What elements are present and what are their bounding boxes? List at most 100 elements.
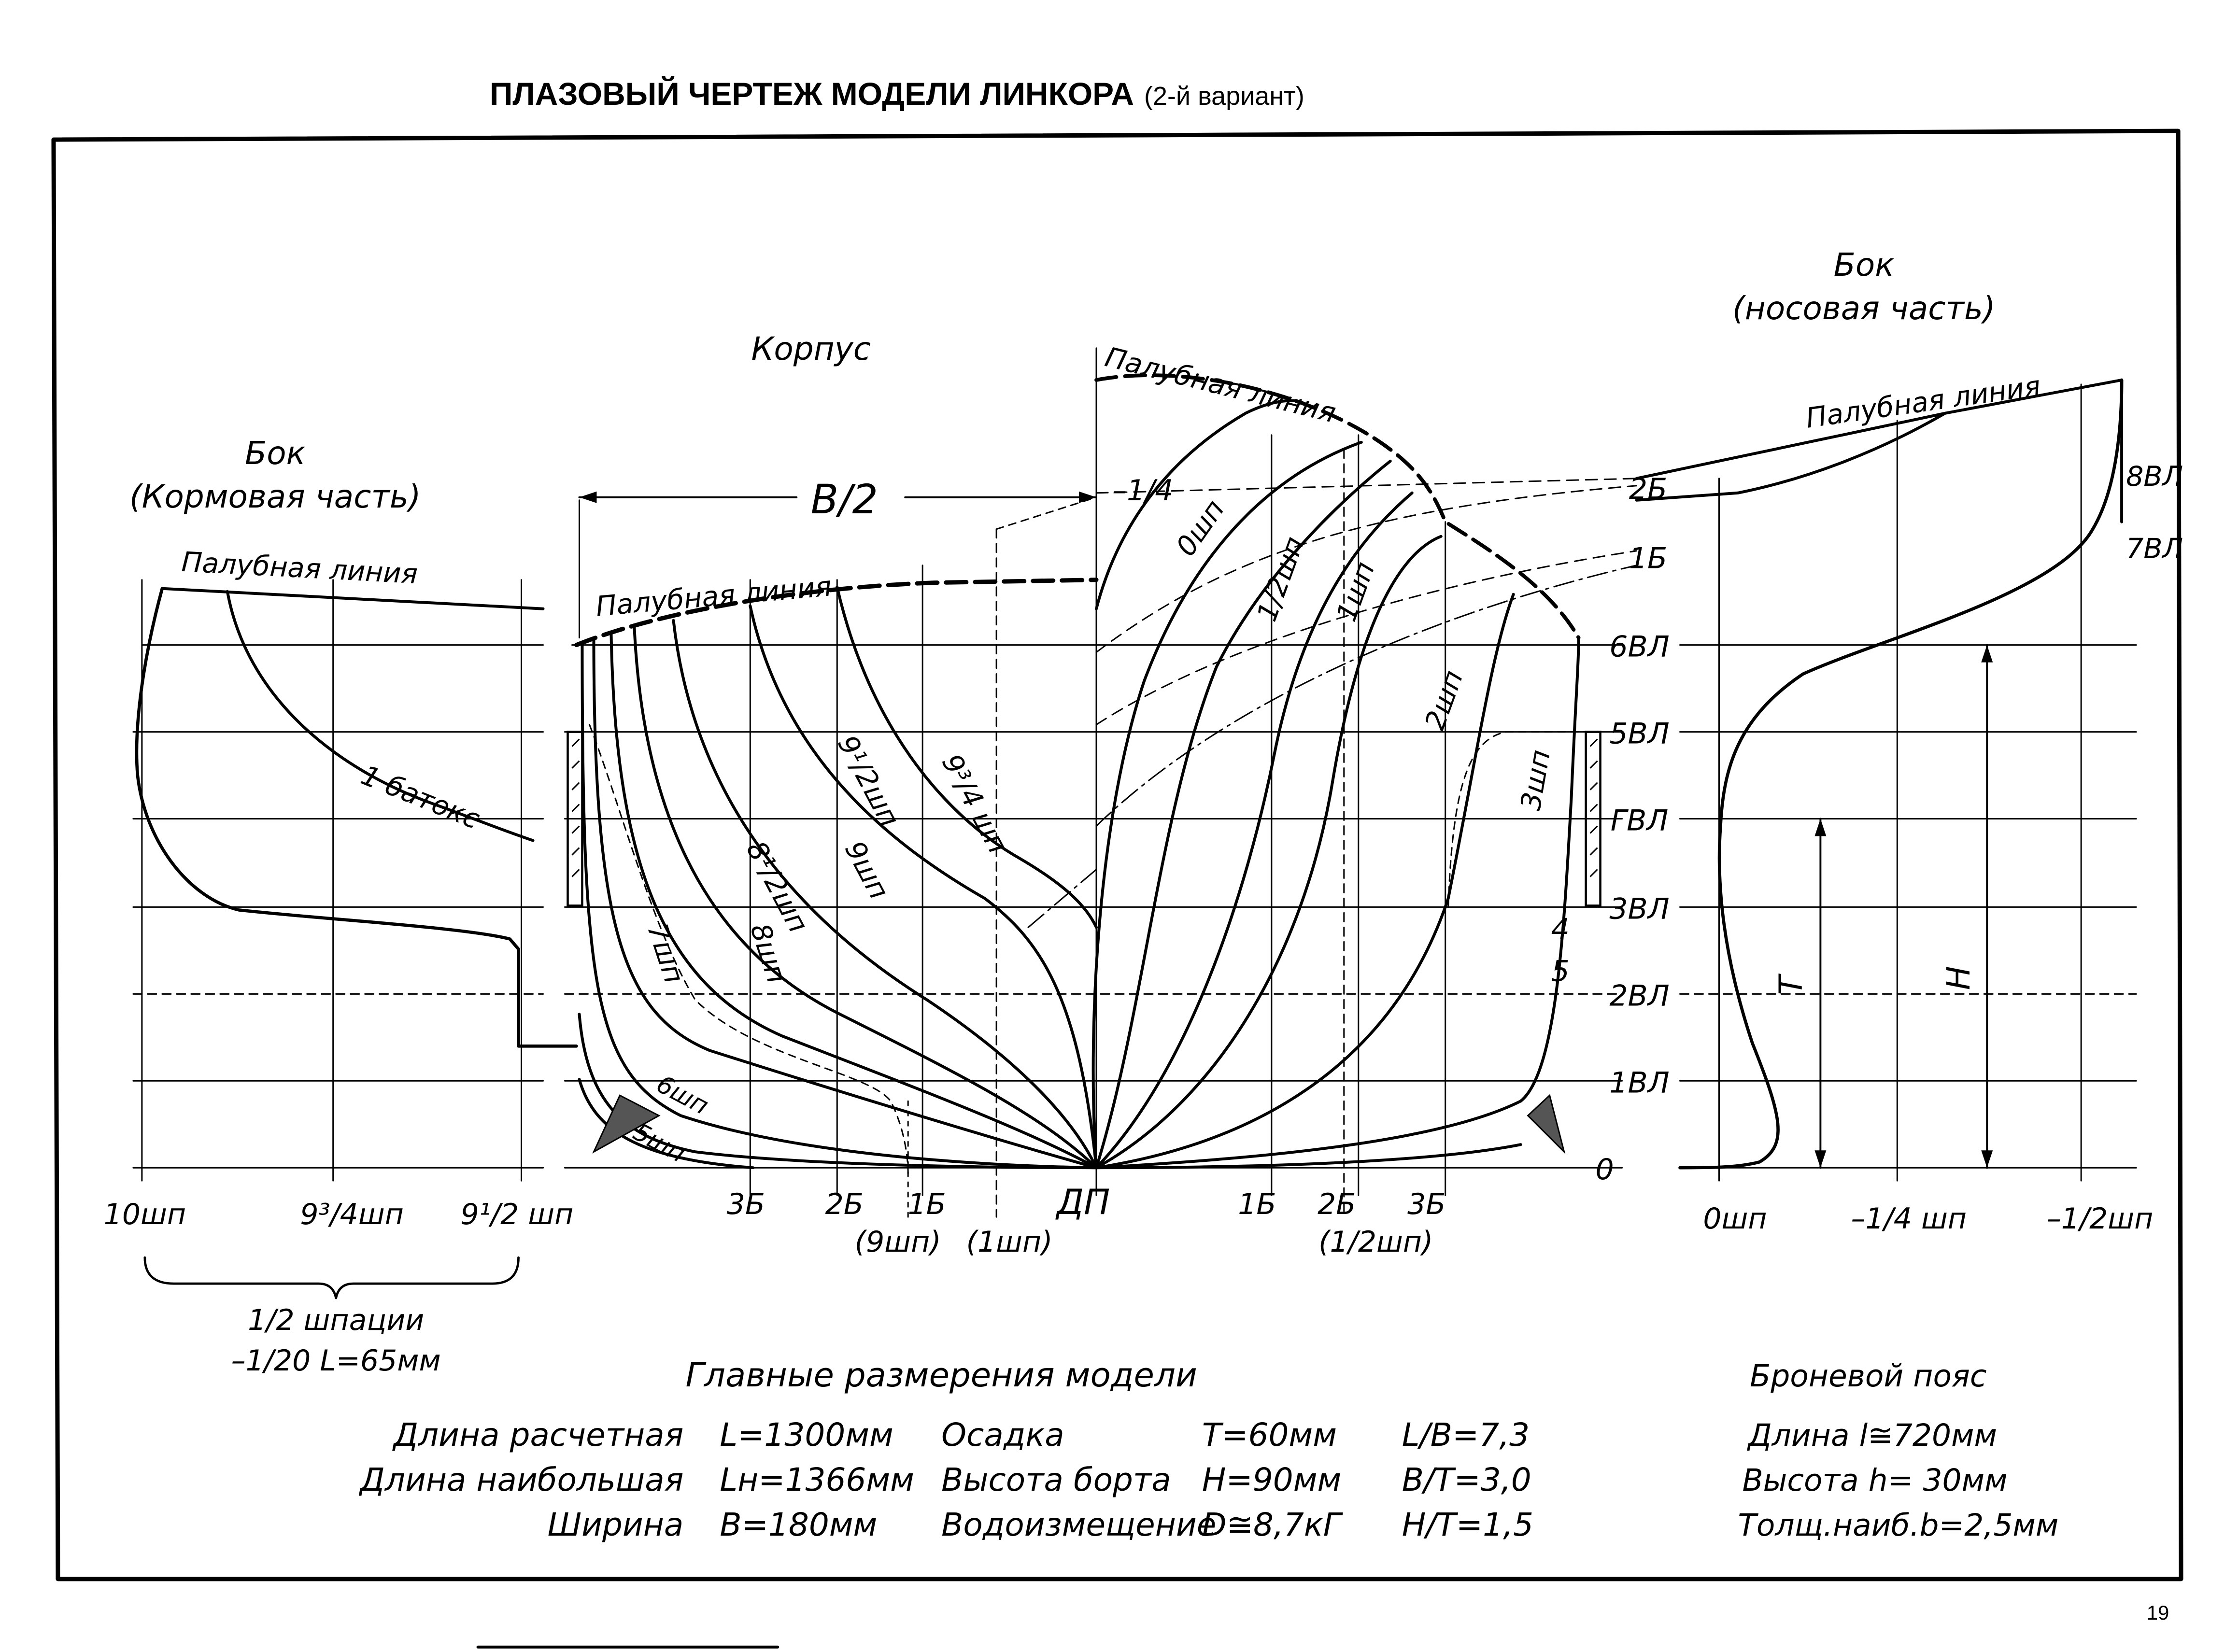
frame-label-1: 1шп xyxy=(1331,558,1381,626)
stern-grid xyxy=(132,579,544,1182)
fore-dashed-top xyxy=(1095,478,1638,494)
bow-axis-0: 0шп xyxy=(1703,1202,1767,1236)
svg-text:H=90мм: H=90мм xyxy=(1202,1461,1341,1498)
fore-buttock-2b xyxy=(1095,485,1638,653)
armor-belt-right xyxy=(1585,731,1601,907)
bow-side-view: T H Бок (носовая часть) Палубная линия 8… xyxy=(1635,246,2183,1236)
frame-label-0: 0шп xyxy=(1170,494,1231,562)
body-axis-2b-right: 2Б xyxy=(1318,1187,1356,1221)
spacing-brace xyxy=(143,1256,520,1299)
body-axis-3b-left: 3Б xyxy=(727,1187,765,1221)
bow-wl-7: 7ВЛ xyxy=(2126,533,2183,565)
frame-label-4: 4 xyxy=(1551,912,1570,946)
frame-label-9-1-2: 9¹/2шп xyxy=(831,730,906,832)
fore-frame-lines xyxy=(1091,399,1580,1170)
body-deck-label-right: Палубная линия xyxy=(1102,341,1339,429)
stern-buttock-line xyxy=(226,590,535,842)
buttock-label-1b: 1Б xyxy=(1629,542,1667,576)
depth-dim-label: H xyxy=(1940,966,1977,990)
frame-label-2: 2шп xyxy=(1419,666,1470,734)
brace-label-1: 1/2 шпации xyxy=(248,1303,424,1337)
body-sublabel-1: (1шп) xyxy=(966,1225,1053,1259)
bow-grid xyxy=(1679,383,2137,1182)
dimension-row: Длина наибольшая Lн=1366мм Высота борта … xyxy=(358,1461,1531,1498)
bow-subtitle: (носовая часть) xyxy=(1732,290,1996,327)
stern-deck-label: Палубная линия xyxy=(181,546,418,591)
frame-label-3: 3шп xyxy=(1515,748,1557,813)
wl-label-5: 5ВЛ xyxy=(1609,717,1669,751)
bow-buttock-line xyxy=(1635,411,1947,502)
svg-text:B=180мм: B=180мм xyxy=(720,1506,877,1543)
bow-axis-minus-1-4: –1/4 шп xyxy=(1851,1202,1967,1236)
wl-label-6: 6ВЛ xyxy=(1609,630,1669,664)
svg-text:Водоизмещение: Водоизмещение xyxy=(941,1506,1216,1543)
svg-text:T=60мм: T=60мм xyxy=(1202,1416,1337,1454)
page-title: ПЛАЗОВЫЙ ЧЕРТЕЖ МОДЕЛИ ЛИНКОРА (2-й вари… xyxy=(490,75,1304,112)
dimension-row: Длина расчетная L=1300мм Осадка T=60мм L… xyxy=(392,1416,1530,1454)
body-deck-line-right xyxy=(1094,373,1581,640)
title-main: ПЛАЗОВЫЙ ЧЕРТЕЖ МОДЕЛИ ЛИНКОРА xyxy=(490,75,1134,112)
wl-label-3: 3ВЛ xyxy=(1609,892,1669,926)
dimensions-title: Главные размерения модели xyxy=(686,1356,1197,1395)
stern-profile-line xyxy=(135,587,578,1048)
aft-dashed-diag xyxy=(995,496,1097,530)
svg-text:L=1300мм: L=1300мм xyxy=(720,1416,893,1454)
fore-dashdot xyxy=(1095,565,1638,827)
body-sublabel-1-2: (1/2шп) xyxy=(1318,1225,1433,1259)
half-breadth-dimension: B/2 xyxy=(578,476,1097,639)
frame-label-9-3-4: 9³/4 шп xyxy=(935,749,1014,859)
half-breadth-label: B/2 xyxy=(811,476,878,523)
bilge-keel-right xyxy=(1527,1094,1566,1155)
body-deck-line-left xyxy=(574,578,1099,648)
svg-text:L/B=7,3: L/B=7,3 xyxy=(1402,1416,1530,1454)
page-number: 19 xyxy=(2147,1601,2169,1624)
svg-text:B/T=3,0: B/T=3,0 xyxy=(1402,1461,1531,1498)
stern-axis-label-9-3-4: 9³/4шп xyxy=(300,1198,404,1231)
bow-deck-line xyxy=(1635,378,2124,523)
stern-buttock-label: 1 батокс xyxy=(356,759,484,835)
brace-label-2: –1/20 L=65мм xyxy=(231,1344,441,1378)
body-axis-2b-left: 2Б xyxy=(825,1187,864,1221)
frame-label-8-1-2: 8¹/2шп xyxy=(740,836,814,938)
body-plan-view: B/2 xyxy=(564,330,1670,1259)
armor-belt-left xyxy=(567,731,583,907)
aft-frame-lines xyxy=(578,585,1098,1170)
body-axis-1b-left: 1Б xyxy=(908,1187,946,1221)
stern-axis-label-9-1-2: 9¹/2 шп xyxy=(461,1198,574,1231)
wl-label-main: ГВЛ xyxy=(1611,804,1669,837)
frame-label-9: 9шп xyxy=(838,836,895,904)
wl-label-2: 2ВЛ xyxy=(1609,979,1669,1013)
svg-text:Осадка: Осадка xyxy=(941,1416,1064,1454)
aft-dashed-line xyxy=(588,724,909,1174)
body-axis-1b-right: 1Б xyxy=(1238,1187,1276,1221)
body-deck-label-left: Палубная линия xyxy=(595,570,833,622)
svg-text:D≅8,7кГ: D≅8,7кГ xyxy=(1202,1506,1344,1543)
svg-text:Ширина: Ширина xyxy=(548,1506,684,1543)
bow-axis-minus-1-2: –1/2шп xyxy=(2047,1202,2154,1236)
bow-title: Бок xyxy=(1834,246,1895,283)
bow-stem-line xyxy=(1678,378,2124,1170)
armor-height: Высота h= 30мм xyxy=(1742,1463,2007,1498)
aft-dashdot xyxy=(1027,868,1097,928)
svg-text:Высота борта: Высота борта xyxy=(941,1461,1171,1498)
title-variant: (2-й вариант) xyxy=(1144,82,1304,111)
svg-text:Длина расчетная: Длина расчетная xyxy=(392,1416,683,1454)
frame-label-5: 5шп xyxy=(628,1118,690,1169)
stern-deck-line xyxy=(160,587,545,610)
frame-label-minus-1-4: –1/4 xyxy=(1112,474,1174,508)
bow-wl-8: 8ВЛ xyxy=(2126,461,2183,493)
wl-label-1: 1ВЛ xyxy=(1609,1066,1669,1100)
armor-title: Броневой пояс xyxy=(1750,1358,1986,1394)
stern-title: Бок xyxy=(245,435,306,472)
drawing-frame xyxy=(51,128,2183,1581)
armor-thickness: Толщ.наиб.b=2,5мм xyxy=(1738,1508,2058,1543)
body-sublabel-9: (9шп) xyxy=(855,1225,941,1259)
fore-buttock-1b xyxy=(1095,550,1638,726)
wl-label-0: 0 xyxy=(1595,1153,1614,1186)
armor-length: Длина l≅720мм xyxy=(1746,1418,1997,1453)
body-axis-centerline: ДП xyxy=(1055,1182,1110,1222)
stern-subtitle: (Кормовая часть) xyxy=(129,478,421,515)
body-plan-title: Корпус xyxy=(751,330,871,367)
principal-dimensions: Главные размерения модели Длина расчетна… xyxy=(358,1356,1533,1543)
